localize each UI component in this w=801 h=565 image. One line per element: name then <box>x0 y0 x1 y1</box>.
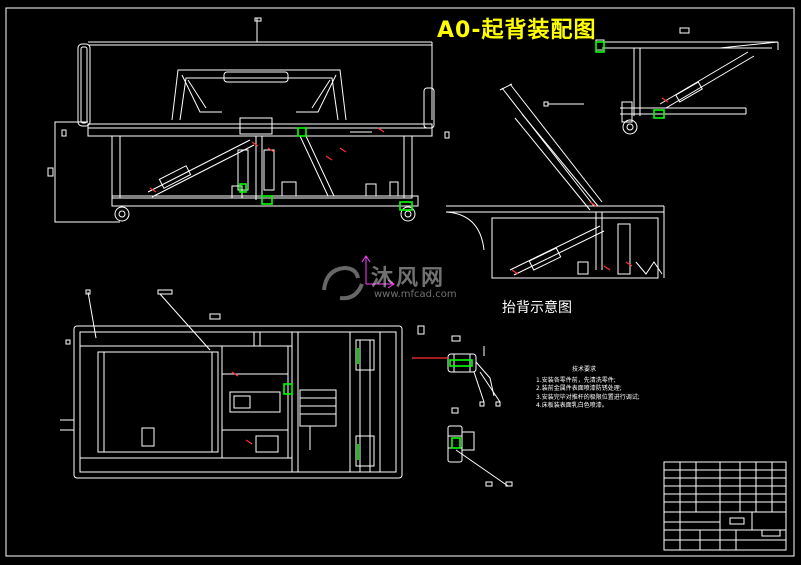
title-block <box>663 461 787 551</box>
watermark-text: 沐风网 <box>371 266 447 291</box>
part-highlights <box>239 41 665 460</box>
tech-note-item: 4.床板装表面乳白色喷漆。 <box>536 402 608 410</box>
technical-requirements: 技术要求 1.安装各零件前，先清洗零件; 2.装前金属件表面喷漆防锈处理; 3.… <box>536 366 671 411</box>
red-marks <box>149 97 669 445</box>
watermark: 沐风网 www.mfcad.com <box>318 258 483 308</box>
watermark-logo-icon <box>322 265 364 301</box>
bed-plan-view <box>60 289 425 479</box>
drawing-border <box>5 7 795 557</box>
part-details <box>447 335 513 487</box>
back-raising-view <box>445 83 665 279</box>
tech-note-item: 1.安装各零件前，先清洗零件; <box>536 376 616 384</box>
tech-notes-title: 技术要求 <box>572 366 597 373</box>
dimension-arrow <box>361 255 395 289</box>
bed-detail-view <box>595 27 779 135</box>
drawing-title: A0-起背装配图 <box>437 18 597 43</box>
bed-side-view <box>47 17 450 223</box>
tech-note-item: 3.安装完毕对推杆的极限位置进行调试; <box>536 393 640 401</box>
watermark-url: www.mfcad.com <box>374 289 457 300</box>
view-caption: 抬背示意图 <box>502 300 572 316</box>
tech-note-item: 2.装前金属件表面喷漆防锈处理; <box>536 385 622 393</box>
